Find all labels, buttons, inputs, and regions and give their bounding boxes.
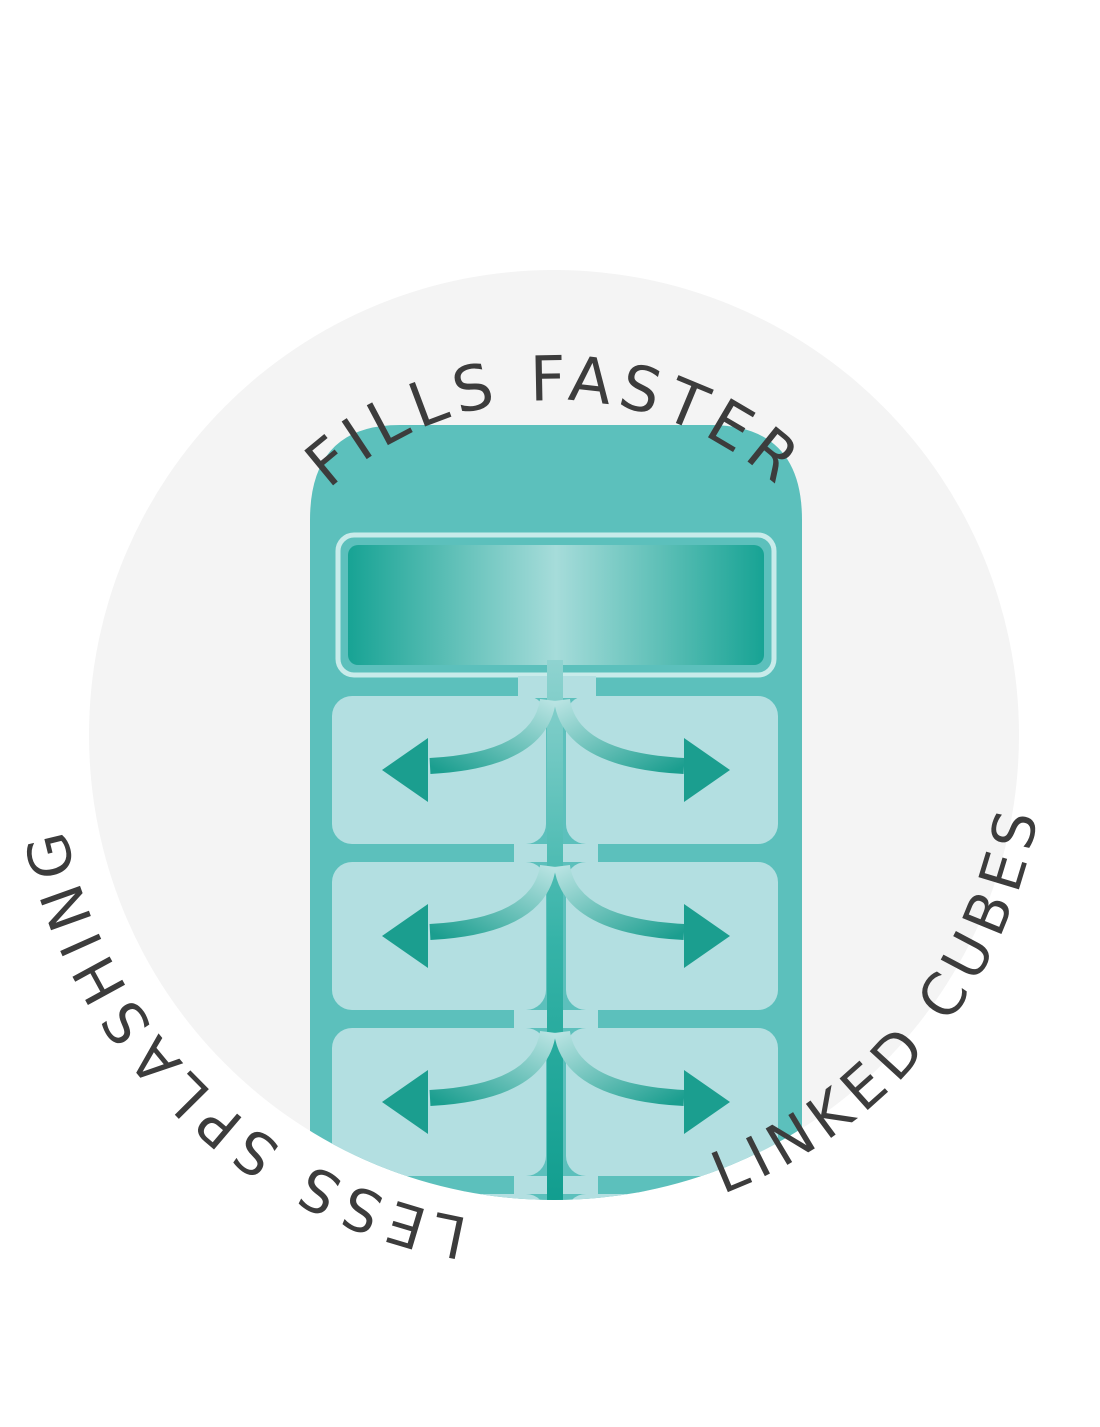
arrow-icon <box>554 1030 730 1134</box>
arrow-icon <box>382 1030 556 1134</box>
arrow-icon <box>554 864 730 968</box>
tray-top-channel <box>348 545 764 665</box>
arrow-icon <box>382 864 556 968</box>
tray-cell <box>566 1194 778 1200</box>
tray-center-channel <box>547 660 563 1200</box>
arrow-icon <box>382 698 556 802</box>
arrow-icon <box>554 698 730 802</box>
ice-cube-tray-icon <box>310 425 802 1200</box>
